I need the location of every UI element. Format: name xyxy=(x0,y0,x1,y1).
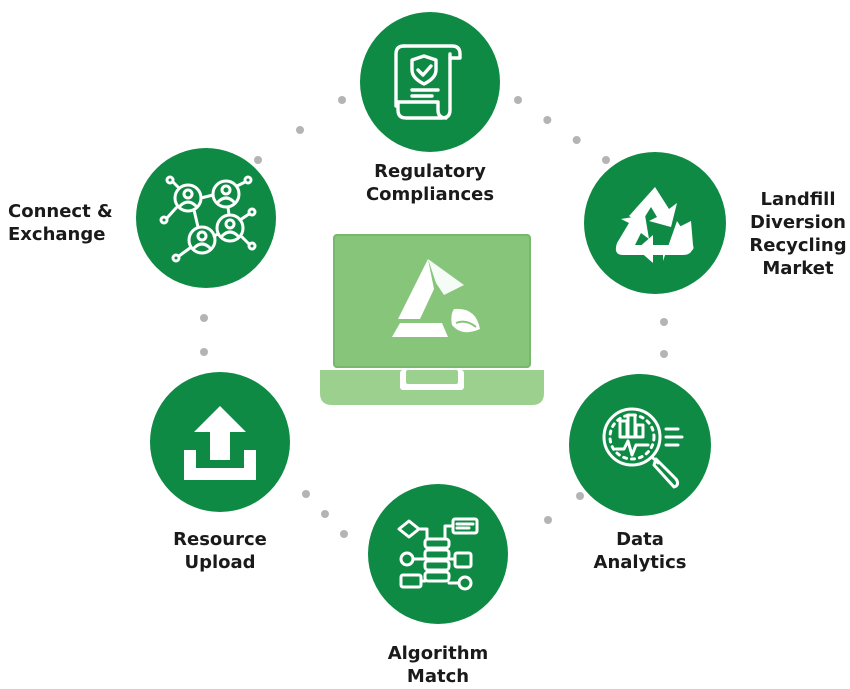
magnifier-chart-icon xyxy=(602,407,684,489)
ring-dot xyxy=(576,492,584,500)
data-analytics-label: Data Analytics xyxy=(593,529,687,573)
landfill-diversion-node xyxy=(584,152,726,294)
resource-upload-node xyxy=(150,372,290,512)
upload-icon xyxy=(184,406,256,480)
connect-exchange-label: Connect & Exchange xyxy=(8,201,113,245)
ring-dot xyxy=(254,156,262,164)
flowchart-icon xyxy=(397,517,479,591)
regulatory-compliances-node xyxy=(360,12,500,152)
laptop-illustration xyxy=(320,234,544,405)
ring-dot xyxy=(321,510,329,518)
recycle-icon xyxy=(615,187,694,263)
ring-dot xyxy=(338,96,346,104)
ring-dot xyxy=(544,516,552,524)
network-people-icon xyxy=(159,175,257,263)
ring-dot xyxy=(200,348,208,356)
shield-document-icon xyxy=(394,44,462,120)
ring-dot xyxy=(514,96,522,104)
ring-dot xyxy=(543,116,552,124)
ring-dot xyxy=(296,126,304,134)
recycle-leaf-logo-icon xyxy=(392,259,480,337)
ring-dot xyxy=(602,156,610,164)
ring-dot xyxy=(340,530,348,538)
connect-exchange-node xyxy=(136,148,276,288)
ring-dot xyxy=(302,490,310,498)
algorithm-match-node xyxy=(368,484,508,624)
ring-dot xyxy=(660,318,668,326)
ring-dot xyxy=(200,314,208,322)
laptop-screen xyxy=(334,235,530,367)
resource-upload-label: Resource Upload xyxy=(173,529,267,573)
ring-dot xyxy=(660,350,668,358)
ring-dot xyxy=(572,136,581,144)
landfill-diversion-label: Landfill Diversion Recycling Market xyxy=(749,189,847,279)
data-analytics-node xyxy=(569,374,711,516)
algorithm-match-label: Algorithm Match xyxy=(387,643,489,687)
regulatory-compliances-label: Regulatory Compliances xyxy=(365,161,495,205)
